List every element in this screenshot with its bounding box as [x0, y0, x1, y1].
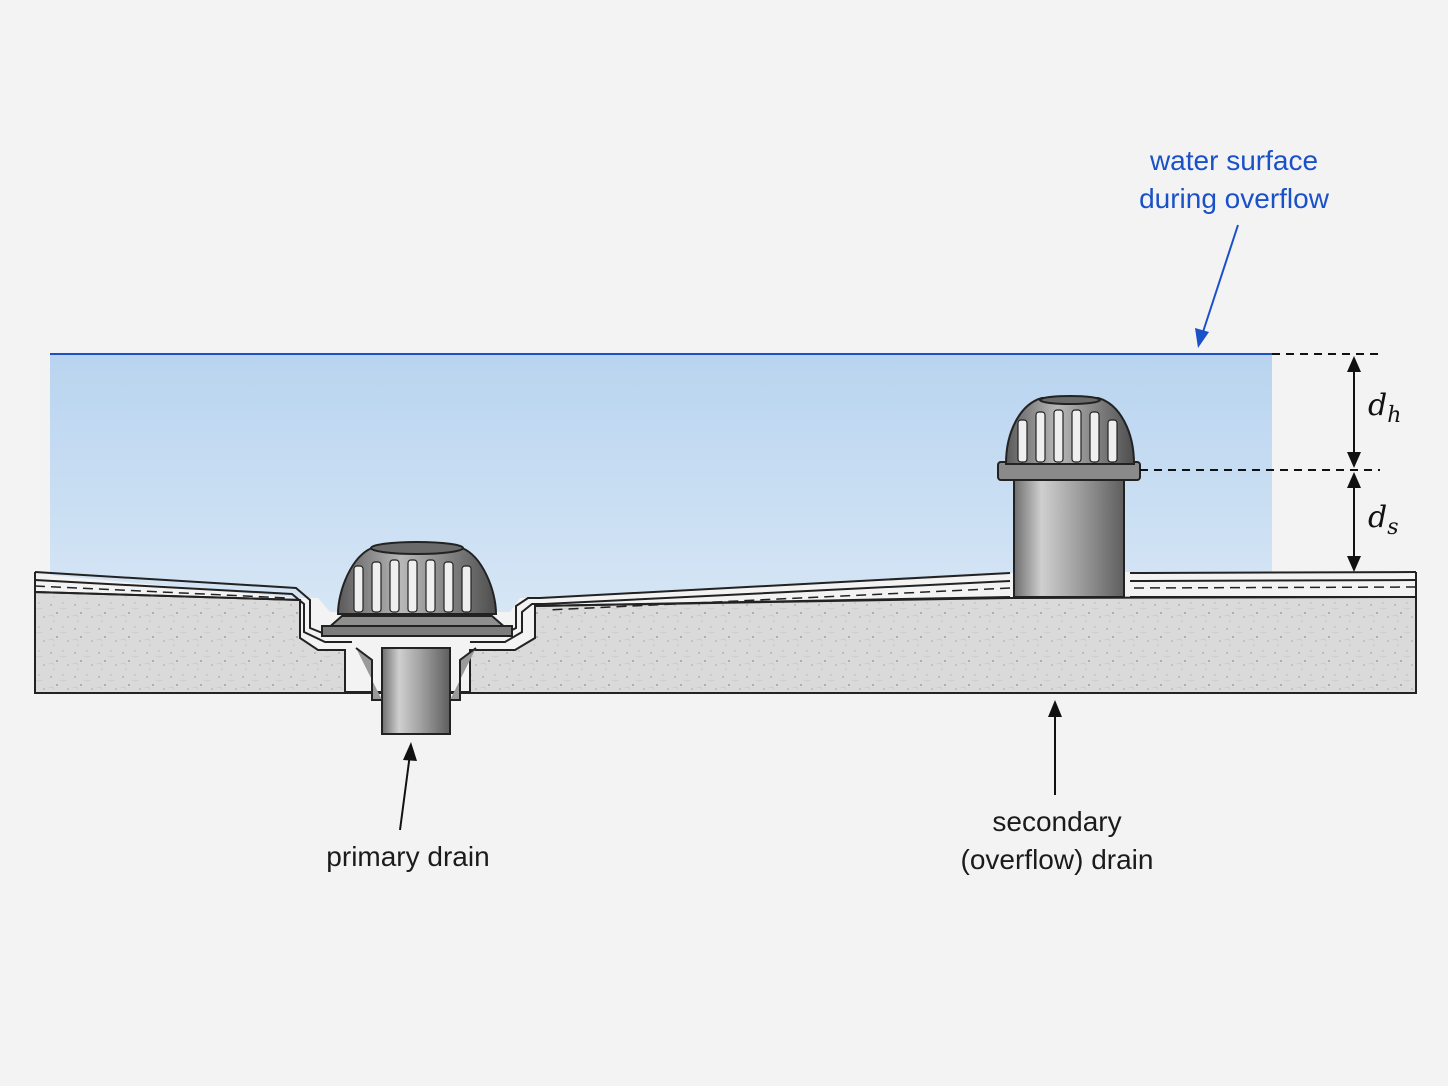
dh-label: dh [1368, 388, 1401, 428]
dh-label-base: d [1368, 388, 1388, 423]
water-surface-label-line2: during overflow [1139, 183, 1329, 214]
water-surface-label: water surface during overflow [1100, 142, 1368, 218]
water-surface-arrow [1201, 224, 1239, 336]
ds-label-base: d [1368, 500, 1388, 535]
ds-label-sub: s [1387, 515, 1399, 540]
roof-membrane [34, 571, 1417, 643]
secondary-drain [997, 395, 1141, 598]
primary-drain-arrow [399, 753, 411, 831]
dimension-lines [1140, 353, 1380, 572]
water-surface-label-line1: water surface [1149, 145, 1319, 176]
primary-drain-label-text: primary drain [326, 841, 490, 872]
leader-arrows [399, 224, 1239, 831]
primary-drain-label: primary drain [298, 838, 518, 876]
water-region [50, 354, 1272, 612]
secondary-drain-label-line2: (overflow) drain [960, 844, 1154, 875]
primary-drain [321, 541, 513, 735]
secondary-drain-label-line1: secondary [992, 806, 1122, 837]
dh-label-sub: h [1387, 403, 1402, 428]
secondary-drain-label: secondary (overflow) drain [930, 803, 1184, 879]
roof-deck [34, 590, 1417, 694]
ds-label: ds [1368, 500, 1399, 540]
